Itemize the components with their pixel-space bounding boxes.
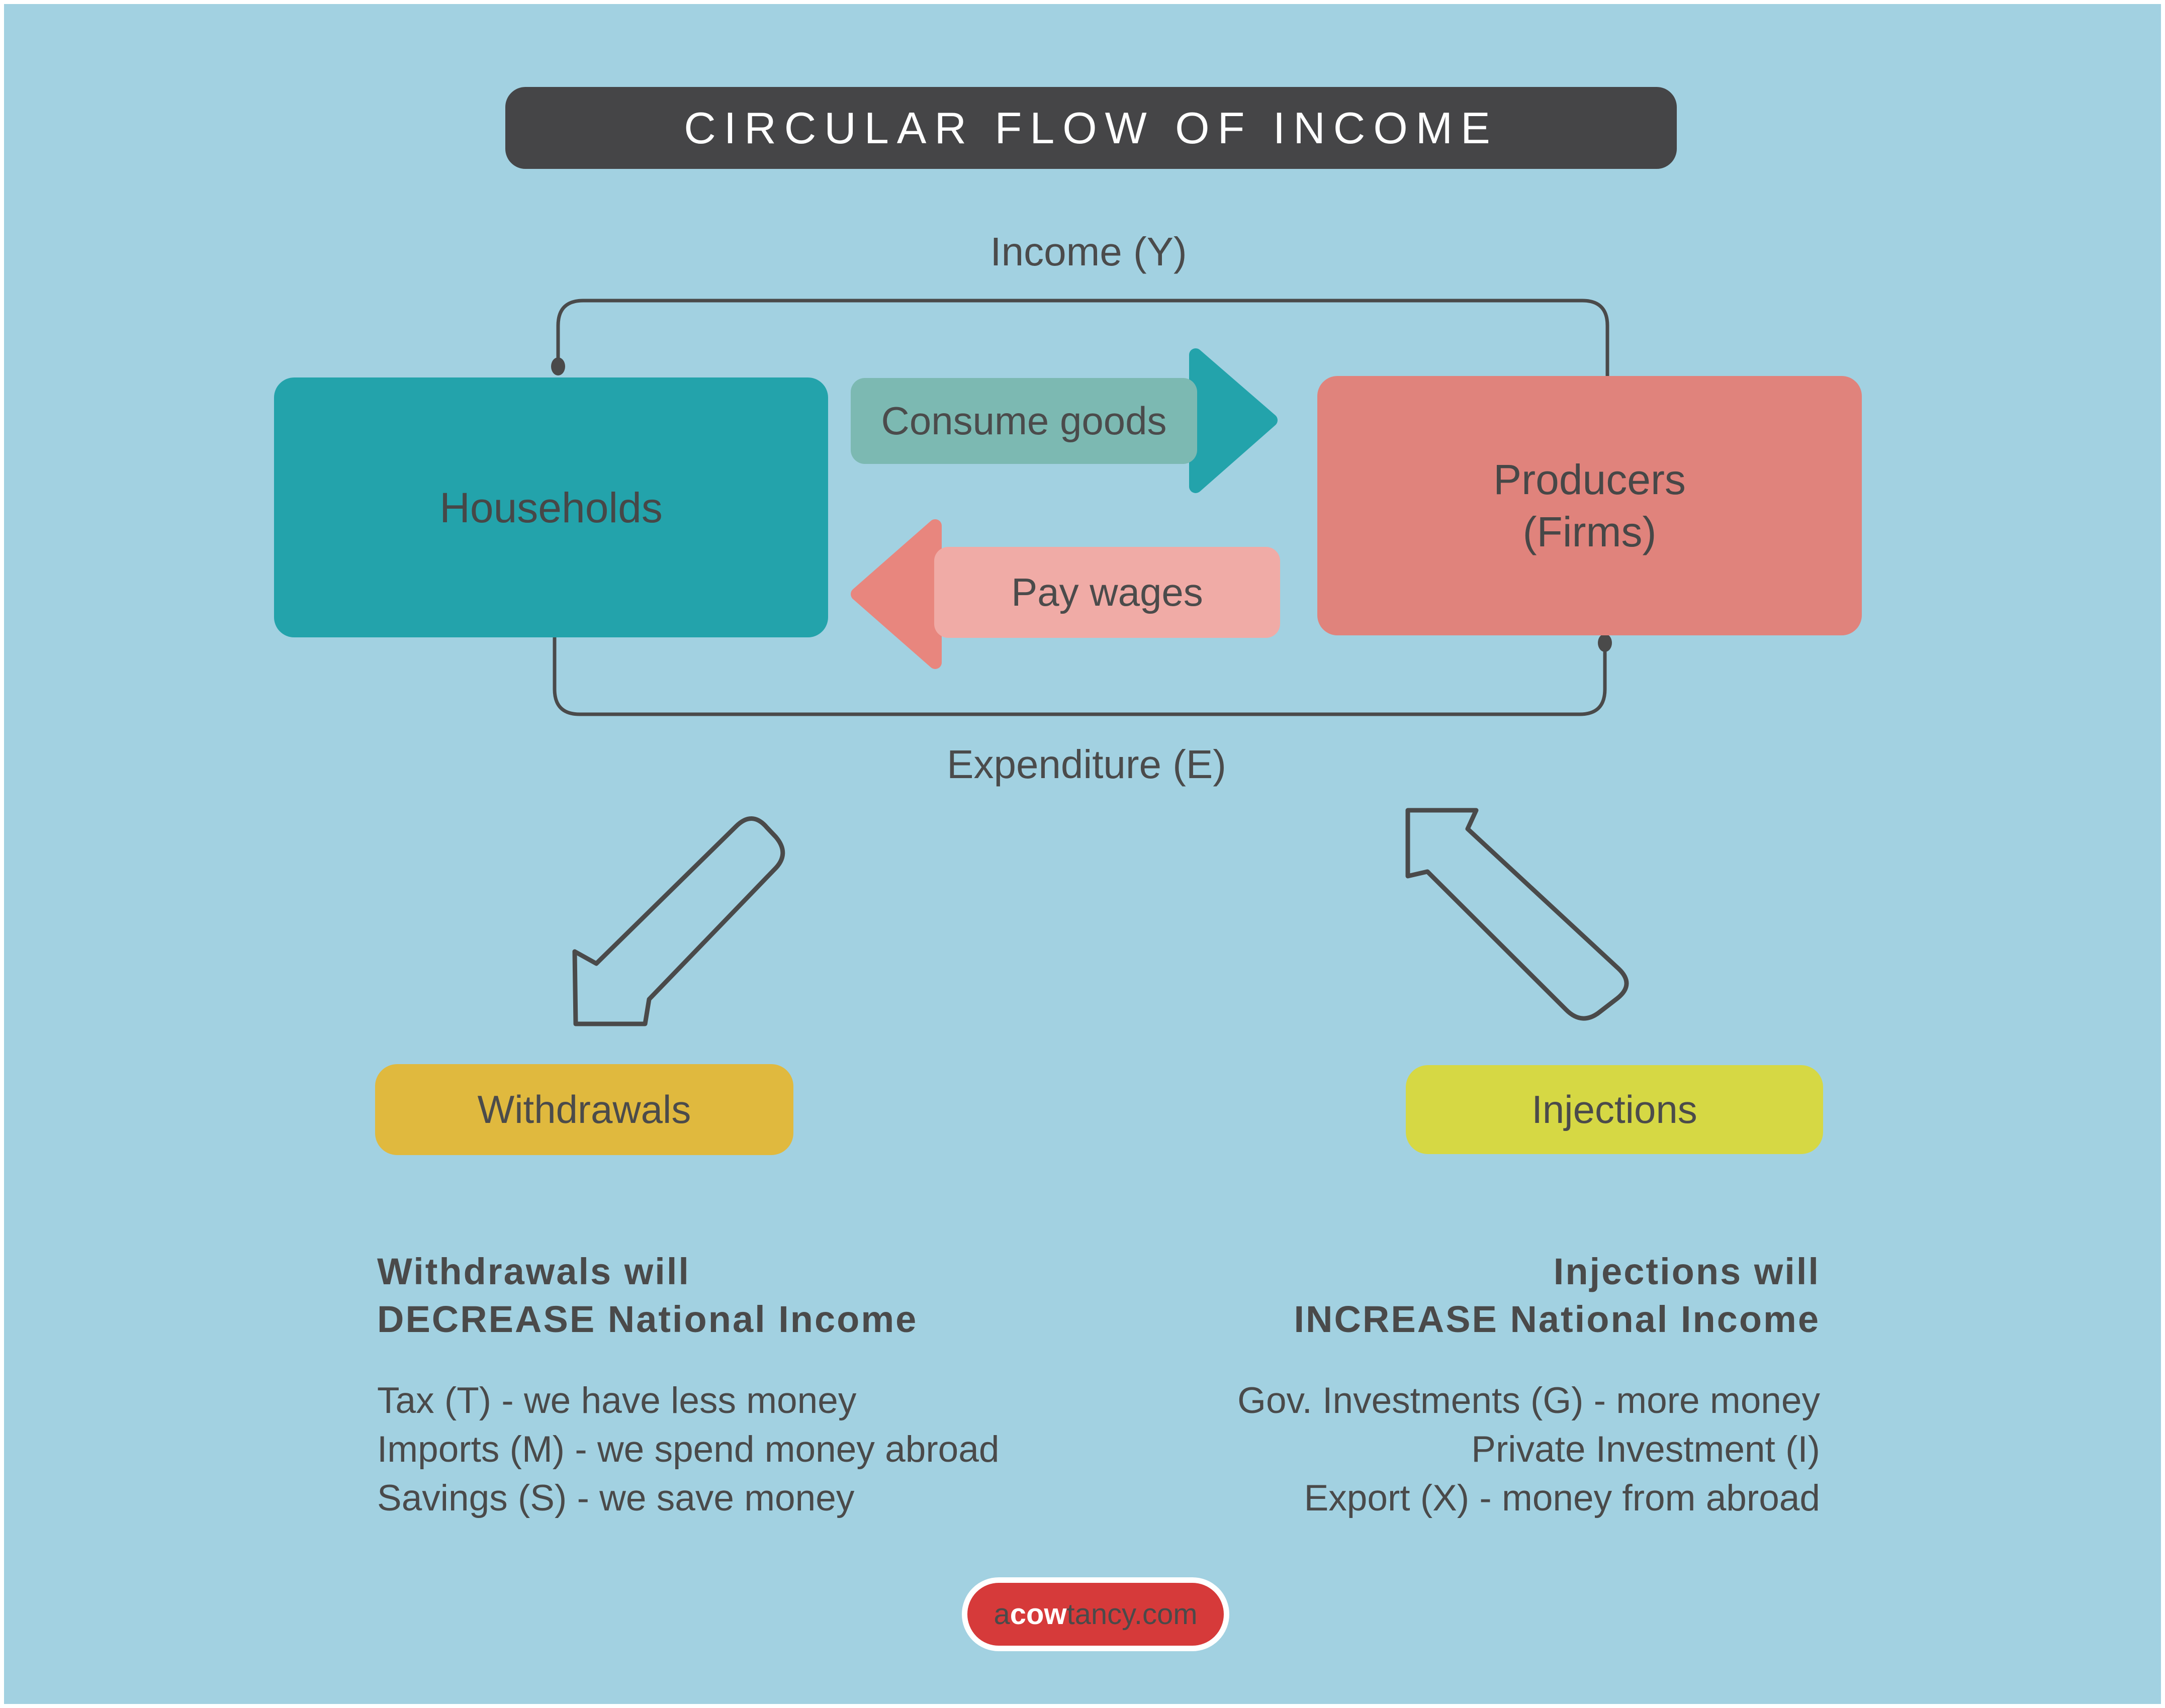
title-bar: CIRCULAR FLOW OF INCOME bbox=[505, 87, 1677, 169]
income-node-dot bbox=[551, 357, 565, 375]
logo-prefix: a bbox=[994, 1598, 1010, 1631]
households-label: Households bbox=[439, 484, 663, 531]
injections-badge-label: Injections bbox=[1531, 1087, 1697, 1131]
withdrawals-heading-line2: DECREASE National Income bbox=[377, 1298, 918, 1340]
logo-bold: cow bbox=[1010, 1598, 1067, 1631]
income-label: Income (Y) bbox=[990, 229, 1187, 274]
consume-goods-label: Consume goods bbox=[881, 399, 1167, 443]
withdrawals-item-imports: Imports (M) - we spend money abroad bbox=[377, 1429, 1000, 1470]
pay-wages-arrowhead-icon bbox=[851, 519, 942, 669]
producers-label-line1: Producers bbox=[1493, 456, 1686, 503]
injections-badge: Injections bbox=[1406, 1065, 1823, 1154]
expenditure-node-dot bbox=[1598, 634, 1612, 652]
injections-heading-line1: Injections will bbox=[1553, 1251, 1820, 1292]
producers-box: Producers (Firms) bbox=[1317, 376, 1862, 635]
withdrawal-arrow-icon bbox=[572, 816, 785, 1026]
injections-heading-line2: INCREASE National Income bbox=[1294, 1298, 1820, 1340]
withdrawals-heading-line1: Withdrawals will bbox=[377, 1251, 690, 1292]
injection-arrow-icon bbox=[1405, 808, 1629, 1021]
producers-label-line2: (Firms) bbox=[1522, 508, 1657, 555]
consume-goods-arrowhead-icon bbox=[1189, 348, 1278, 493]
page-title: CIRCULAR FLOW OF INCOME bbox=[684, 103, 1498, 153]
income-loop-line bbox=[556, 299, 1609, 378]
withdrawals-item-tax: Tax (T) - we have less money bbox=[377, 1380, 857, 1421]
injections-item-gov: Gov. Investments (G) - more money bbox=[1237, 1380, 1820, 1421]
households-box: Households bbox=[274, 377, 828, 637]
withdrawals-heading: Withdrawals will DECREASE National Incom… bbox=[377, 1248, 918, 1343]
withdrawals-badge-label: Withdrawals bbox=[477, 1087, 691, 1131]
withdrawals-badge: Withdrawals bbox=[375, 1064, 793, 1155]
background-panel bbox=[4, 4, 2161, 1704]
injections-list: Gov. Investments (G) - more money Privat… bbox=[1237, 1376, 1820, 1523]
expenditure-loop-line bbox=[553, 636, 1607, 716]
pay-wages-label: Pay wages bbox=[1011, 570, 1203, 614]
expenditure-label: Expenditure (E) bbox=[947, 742, 1226, 787]
logo-suffix: tancy.com bbox=[1066, 1598, 1198, 1631]
withdrawals-item-savings: Savings (S) - we save money bbox=[377, 1478, 855, 1519]
injections-item-export: Export (X) - money from abroad bbox=[1304, 1478, 1820, 1519]
injections-heading: Injections will INCREASE National Income bbox=[1294, 1248, 1820, 1343]
consume-goods-arrow: Consume goods bbox=[851, 378, 1197, 464]
withdrawals-list: Tax (T) - we have less money Imports (M)… bbox=[377, 1376, 999, 1523]
pay-wages-arrow: Pay wages bbox=[934, 547, 1280, 638]
injections-item-private: Private Investment (I) bbox=[1471, 1429, 1820, 1470]
